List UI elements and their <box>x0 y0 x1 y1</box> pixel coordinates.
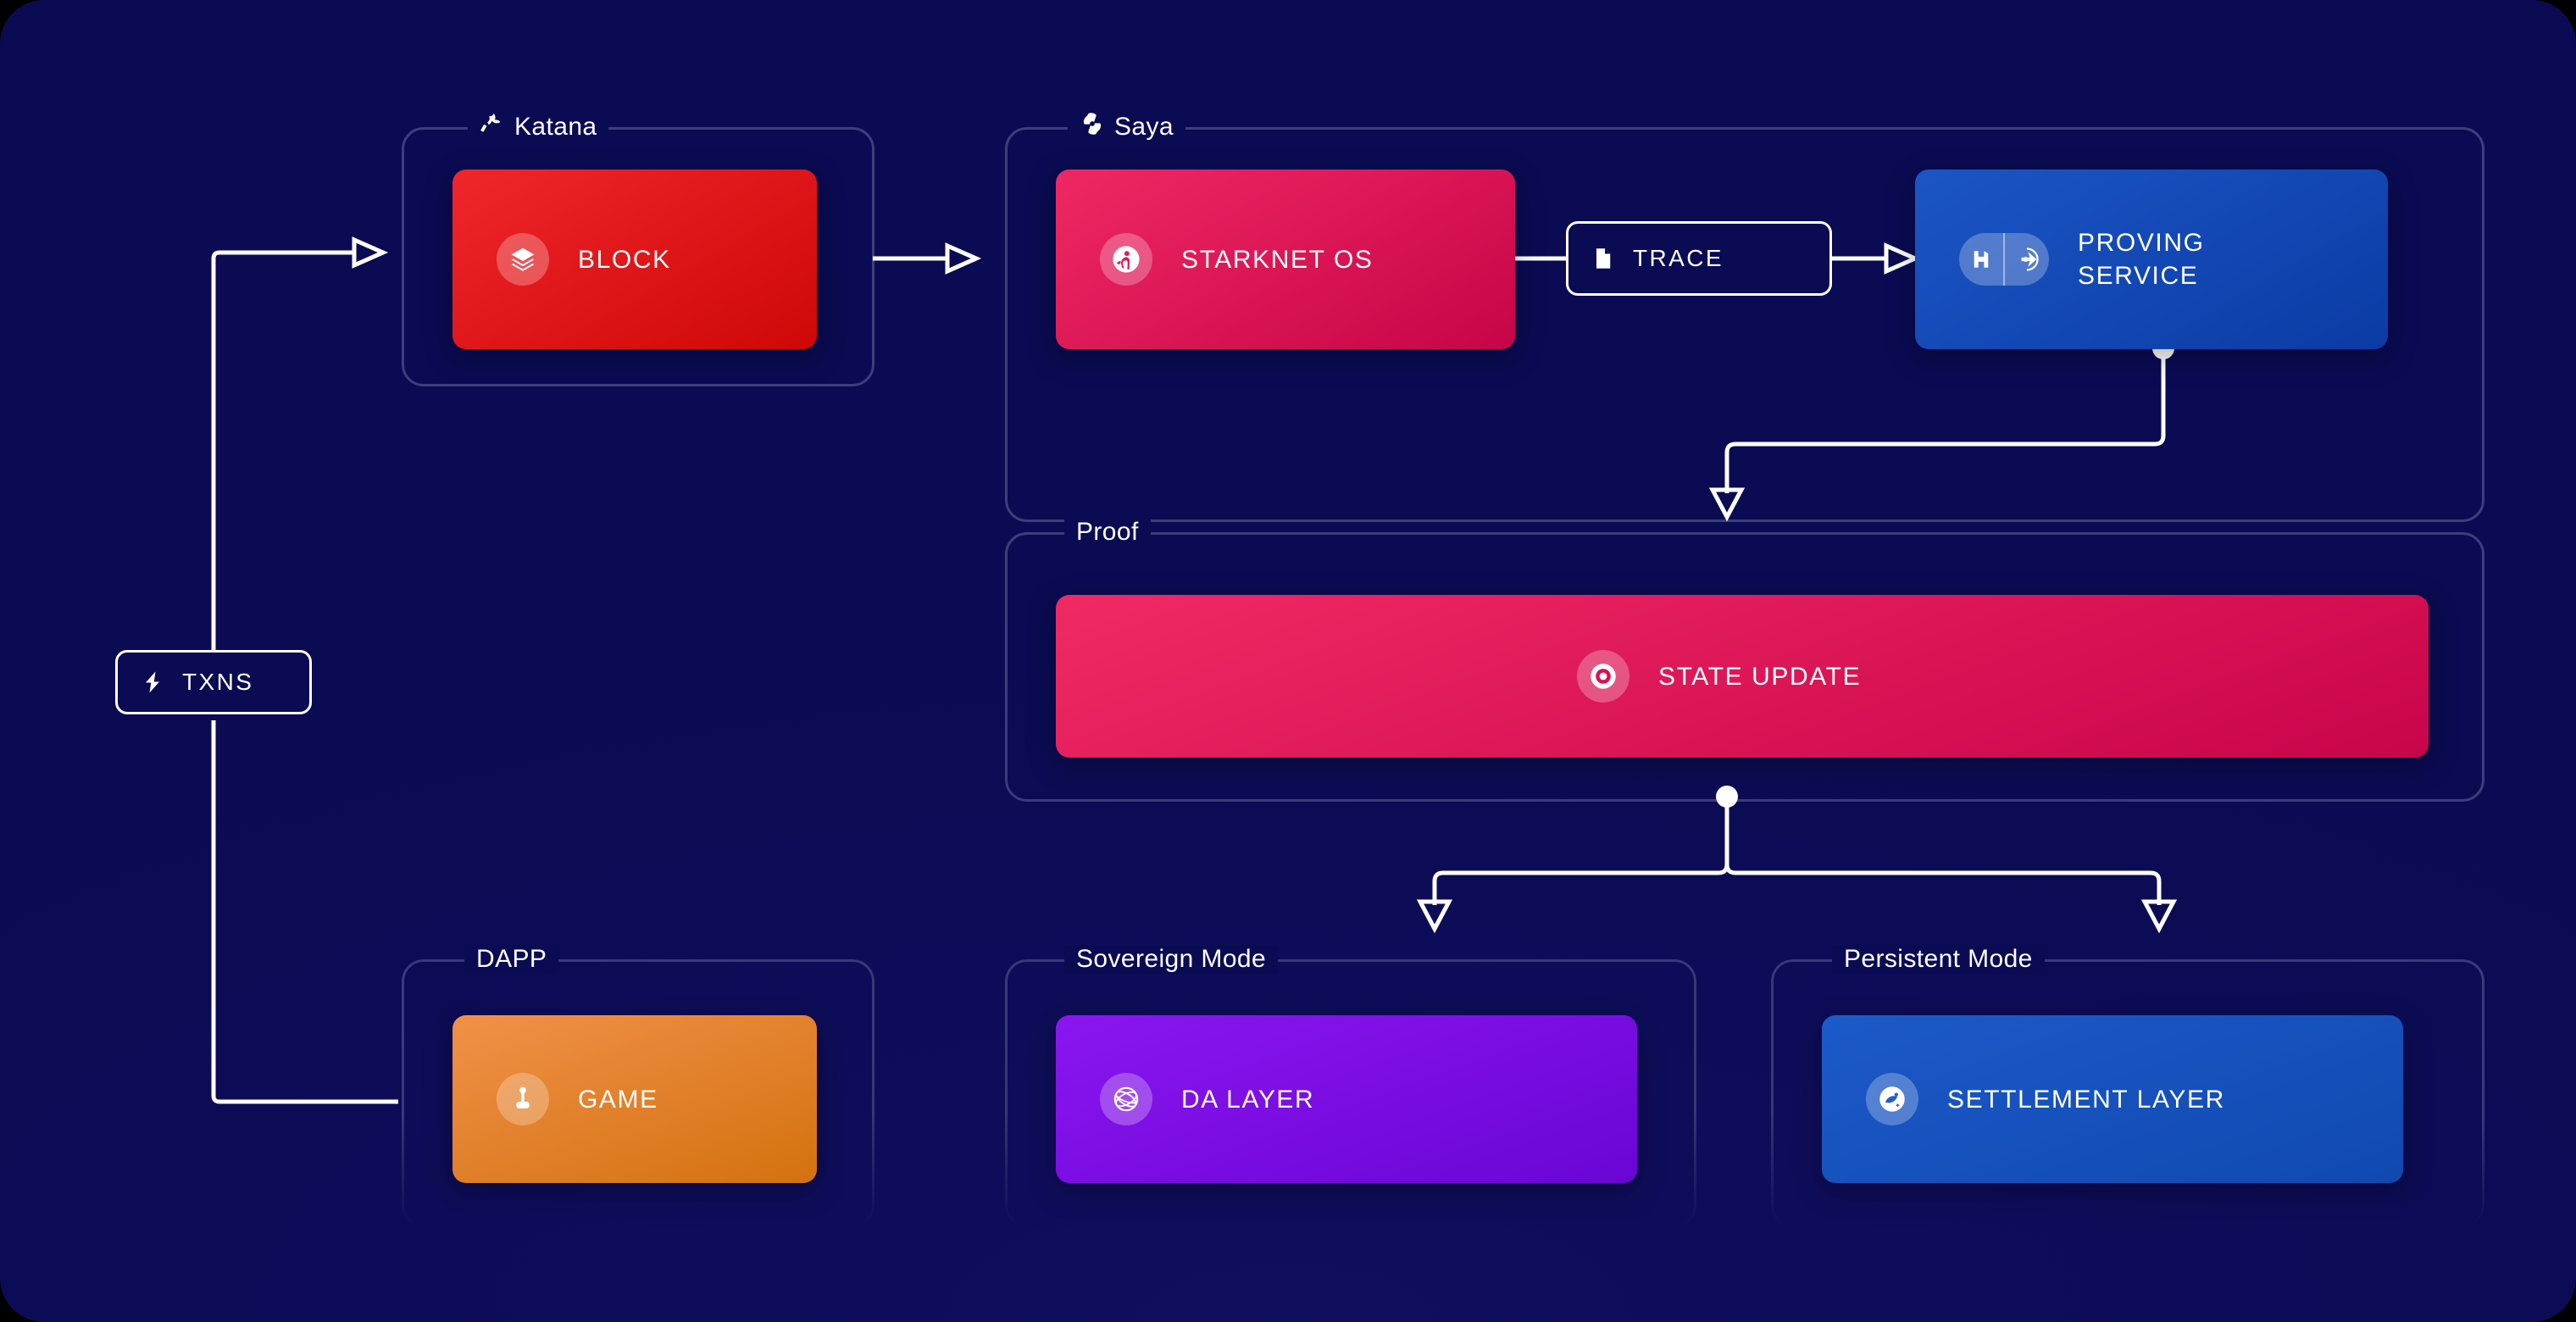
node-label-settlement-layer: SETTLEMENT LAYER <box>1947 1085 2225 1114</box>
bolt-icon <box>140 669 165 695</box>
edge-txns-to-block-arrowhead <box>352 236 389 269</box>
node-state-update[interactable]: STATE UPDATE <box>1056 595 2429 758</box>
node-game[interactable]: GAME <box>452 1015 817 1183</box>
node-proving-service[interactable]: PROVING SERVICE <box>1915 169 2388 349</box>
node-da-layer[interactable]: DA LAYER <box>1056 1015 1637 1183</box>
eye-icon <box>1577 650 1629 703</box>
starknet-disc-icon <box>1866 1073 1918 1125</box>
edge-proof-to-settlement-arrowhead <box>2140 899 2178 934</box>
node-starknet-os[interactable]: STARKNET OS <box>1056 169 1515 349</box>
node-label-da-layer: DA LAYER <box>1181 1085 1315 1114</box>
group-persistent <box>1771 959 2484 1227</box>
edge-proof-to-dalayer-arrowhead <box>1416 899 1453 934</box>
group-label-persistent: Persistent Mode <box>1832 945 2045 974</box>
group-dapp <box>402 959 874 1227</box>
joystick-icon <box>497 1073 549 1125</box>
node-label-block: BLOCK <box>578 245 671 274</box>
group-label-sovereign: Sovereign Mode <box>1064 945 1279 974</box>
starknet-icon <box>1100 233 1152 286</box>
node-label-starknet-os: STARKNET OS <box>1181 245 1374 274</box>
group-sovereign <box>1005 959 1696 1227</box>
edge-txns-to-game <box>211 720 398 1104</box>
edge-block-to-starknetos-arrowhead <box>945 242 982 275</box>
badge-label-txns: TXNS <box>182 669 254 695</box>
group-label-saya: Saya <box>1068 111 1185 143</box>
group-label-proof: Proof <box>1064 518 1151 547</box>
edge-proof-to-dalayer <box>1432 799 1729 905</box>
layers-icon <box>497 233 549 286</box>
celestia-icon <box>1100 1073 1152 1125</box>
document-icon <box>1591 246 1616 271</box>
node-settlement-layer[interactable]: SETTLEMENT LAYER <box>1822 1015 2403 1183</box>
saya-logo-icon <box>1080 111 1105 143</box>
katana-leaf-icon <box>480 111 505 143</box>
atlantic-prover-icon <box>2003 233 2049 286</box>
badge-label-trace: TRACE <box>1633 245 1724 271</box>
herodotus-h-icon <box>1959 233 2003 286</box>
group-label-katana: Katana <box>468 111 609 143</box>
node-label-state-update: STATE UPDATE <box>1658 662 1862 691</box>
edge-txns-to-block <box>211 250 356 682</box>
badge-txns[interactable]: TXNS <box>115 650 312 714</box>
group-label-dapp: DAPP <box>464 945 559 974</box>
edge-proof-to-settlement <box>1724 799 2162 905</box>
badge-trace[interactable]: TRACE <box>1566 221 1832 296</box>
node-label-game: GAME <box>578 1085 658 1114</box>
node-block[interactable]: BLOCK <box>452 169 817 349</box>
herodotus-atlantic-icon <box>1959 233 2049 286</box>
node-label-proving-service: PROVING SERVICE <box>2078 229 2205 290</box>
